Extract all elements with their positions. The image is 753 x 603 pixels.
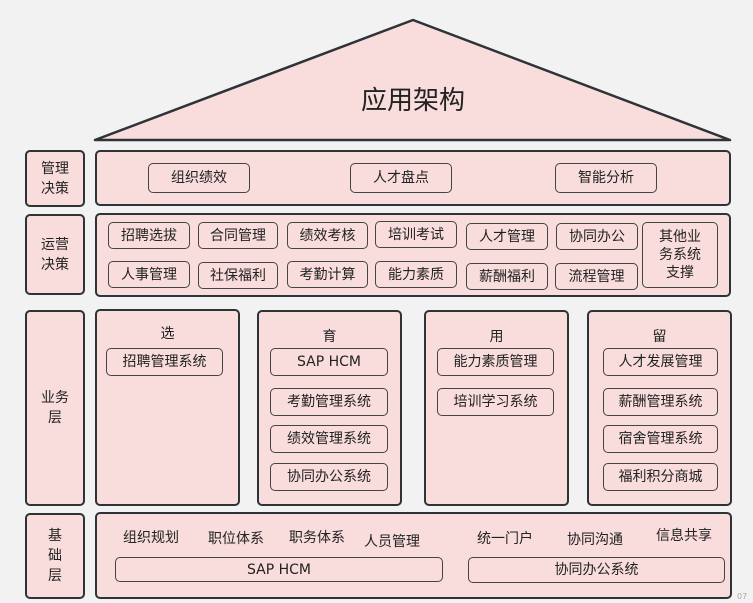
module-org-performance[interactable]: 组织绩效 — [148, 163, 250, 193]
foundation-item: 职位体系 — [208, 531, 264, 547]
op-item[interactable]: 合同管理 — [198, 222, 278, 249]
system-item[interactable]: 能力素质管理 — [437, 348, 554, 376]
roof-shape — [93, 18, 732, 142]
operations-label: 运营决策 — [41, 236, 69, 273]
op-other-systems[interactable]: 其他业务系统支撑 — [642, 222, 718, 288]
foundation-item: 职务体系 — [289, 530, 345, 546]
op-item[interactable]: 社保福利 — [198, 262, 278, 289]
op-item[interactable]: 能力素质 — [375, 261, 457, 288]
operations-label-box: 运营决策 — [25, 214, 85, 295]
op-item[interactable]: 招聘选拔 — [108, 222, 190, 249]
foundation-item: 统一门户 — [477, 531, 533, 547]
business-label-box: 业务层 — [25, 310, 85, 506]
system-item[interactable]: 福利积分商城 — [603, 463, 718, 491]
group-title: 用 — [489, 329, 504, 345]
foundation-item: 组织规划 — [123, 530, 179, 546]
system-item[interactable]: 宿舍管理系统 — [603, 425, 718, 453]
management-label: 管理决策 — [41, 160, 69, 197]
foundation-label: 基础层 — [48, 528, 62, 584]
management-label-box: 管理决策 — [25, 150, 85, 207]
foundation-item: 协同沟通 — [567, 532, 623, 548]
op-item[interactable]: 绩效考核 — [287, 222, 368, 249]
foundation-item: 人员管理 — [364, 534, 420, 550]
watermark: 07 — [737, 592, 748, 601]
group-title: 留 — [652, 329, 667, 345]
group-title: 育 — [322, 329, 337, 345]
op-item[interactable]: 考勤计算 — [287, 261, 368, 288]
system-item[interactable]: SAP HCM — [270, 348, 388, 376]
system-item[interactable]: 薪酬管理系统 — [603, 388, 718, 416]
op-item[interactable]: 协同办公 — [556, 223, 638, 250]
system-item[interactable]: 协同办公系统 — [270, 463, 388, 491]
group-select: 选 — [95, 309, 240, 506]
foundation-panel — [95, 512, 732, 599]
op-item[interactable]: 流程管理 — [555, 263, 638, 290]
foundation-system-sap-hcm[interactable]: SAP HCM — [115, 557, 443, 582]
system-item[interactable]: 培训学习系统 — [437, 388, 554, 416]
foundation-item: 信息共享 — [656, 528, 712, 544]
system-item[interactable]: 绩效管理系统 — [270, 425, 388, 453]
system-item[interactable]: 招聘管理系统 — [106, 348, 223, 376]
system-item[interactable]: 考勤管理系统 — [270, 388, 388, 416]
business-label: 业务层 — [41, 390, 69, 426]
architecture-title: 应用架构 — [360, 86, 465, 116]
group-title: 选 — [160, 326, 175, 342]
foundation-label-box: 基础层 — [25, 513, 85, 599]
op-item[interactable]: 人事管理 — [108, 261, 190, 288]
op-item[interactable]: 薪酬福利 — [466, 263, 548, 290]
op-item[interactable]: 人才管理 — [466, 223, 548, 250]
foundation-system-oa[interactable]: 协同办公系统 — [468, 557, 725, 583]
module-talent-review[interactable]: 人才盘点 — [350, 163, 452, 193]
op-item[interactable]: 培训考试 — [375, 221, 457, 248]
module-smart-analysis[interactable]: 智能分析 — [555, 163, 657, 193]
system-item[interactable]: 人才发展管理 — [603, 348, 718, 376]
